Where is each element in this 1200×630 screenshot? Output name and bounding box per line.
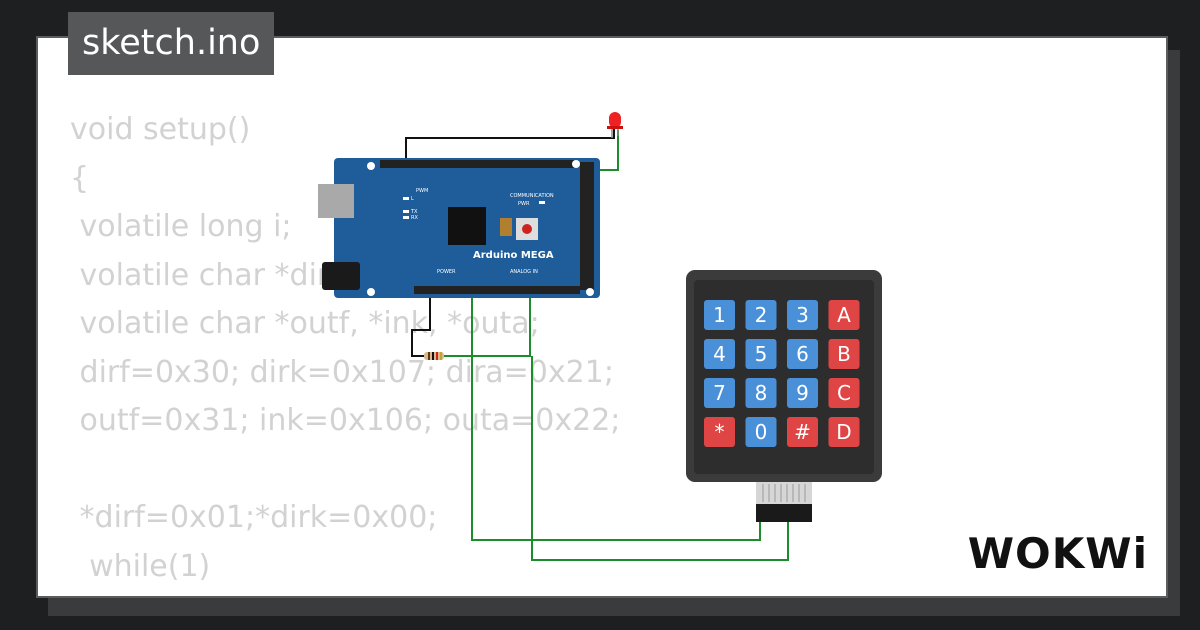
wokwi-logo: WOKWi — [967, 529, 1148, 578]
keypad-key-4[interactable]: 4 — [704, 339, 735, 369]
code-background: void setup() { volatile long i; volatile … — [70, 106, 620, 596]
keypad-key-label: 0 — [755, 420, 768, 444]
analog-header — [414, 286, 580, 294]
resistor[interactable] — [424, 352, 444, 360]
keypad-key-label: C — [837, 381, 851, 405]
keypad-key-C[interactable]: C — [828, 378, 860, 408]
keypad-key-label: A — [837, 303, 851, 327]
keypad-key-label: B — [837, 342, 851, 366]
pwr-label: PWR — [518, 201, 530, 207]
keypad-key-9[interactable]: 9 — [787, 378, 818, 408]
keypad-key-label: D — [836, 420, 851, 444]
arduino-mega-board[interactable]: PWM COMMUNICATION L TX RX PWR Arduino ME… — [318, 158, 600, 298]
keypad-key-label: 3 — [796, 303, 809, 327]
keypad-key-label: 2 — [755, 303, 768, 327]
keypad-key-B[interactable]: B — [828, 339, 860, 369]
code-line: volatile long i; — [70, 209, 292, 244]
keypad-key-label: # — [794, 420, 811, 444]
keypad-key-0[interactable]: 0 — [745, 417, 777, 447]
keypad-key-D[interactable]: D — [828, 417, 860, 447]
keypad-key-label: 7 — [713, 381, 726, 405]
l-led-label: L — [411, 196, 414, 202]
keypad-key-A[interactable]: A — [828, 300, 860, 330]
usb-port-icon — [318, 184, 354, 218]
keypad-ribbon — [756, 482, 812, 504]
keypad-key-label: 9 — [796, 381, 809, 405]
red-led[interactable] — [607, 112, 623, 138]
keypad-key-label: 4 — [713, 342, 726, 366]
code-line: void setup() — [70, 112, 251, 147]
power-jack-icon — [322, 262, 360, 290]
board-name: Arduino MEGA — [473, 250, 554, 261]
keypad-key-8[interactable]: 8 — [745, 378, 777, 408]
preview-card: void setup() { volatile long i; volatile … — [36, 36, 1168, 598]
keypad-key-label: 5 — [755, 342, 768, 366]
pwm-label: PWM — [416, 188, 428, 194]
rx-label: RX — [411, 215, 418, 221]
reset-button-icon — [522, 224, 532, 234]
keypad-key-label: 8 — [755, 381, 768, 405]
code-line: dirf=0x30; dirk=0x107; dira=0x21; — [70, 354, 614, 390]
mcu-chip — [448, 207, 486, 245]
keypad-connector — [756, 504, 812, 522]
file-tab[interactable]: sketch.ino — [68, 12, 275, 75]
keypad-key-1[interactable]: 1 — [704, 300, 735, 330]
tx-label: TX — [410, 209, 418, 215]
code-line: *dirf=0x01;*dirk=0x00; — [70, 500, 438, 535]
wire-a9-keypad — [531, 356, 789, 561]
keypad-key-label: 6 — [796, 342, 809, 366]
analog-in-label: ANALOG IN — [510, 269, 538, 275]
wire-gnd-resistor — [411, 290, 431, 357]
keypad-key-3[interactable]: 3 — [787, 300, 818, 330]
code-line: volatile char *outf, *ink, *outa; — [70, 306, 540, 341]
code-line: while(1) — [70, 548, 211, 584]
digital-header — [380, 160, 576, 168]
keypad-key-5[interactable]: 5 — [745, 339, 777, 369]
side-header — [580, 162, 594, 290]
wire-resistor — [444, 290, 531, 357]
keypad-key-*[interactable]: * — [704, 417, 735, 447]
keypad-key-7[interactable]: 7 — [704, 378, 735, 408]
wire-a0-keypad — [471, 290, 761, 541]
keypad-key-6[interactable]: 6 — [787, 339, 818, 369]
power-label: POWER — [437, 269, 456, 275]
keypad-key-#[interactable]: # — [787, 417, 818, 447]
keypad-key-label: 1 — [713, 303, 726, 327]
wire-led-cathode — [405, 125, 615, 162]
keypad-key-2[interactable]: 2 — [745, 300, 777, 330]
code-line: { — [70, 160, 90, 196]
communication-label: COMMUNICATION — [510, 193, 554, 199]
keypad-key-label: * — [715, 420, 725, 444]
keypad-4x4[interactable]: 1 2 3 A 4 5 6 B 7 8 9 C * 0 # D — [686, 270, 882, 522]
